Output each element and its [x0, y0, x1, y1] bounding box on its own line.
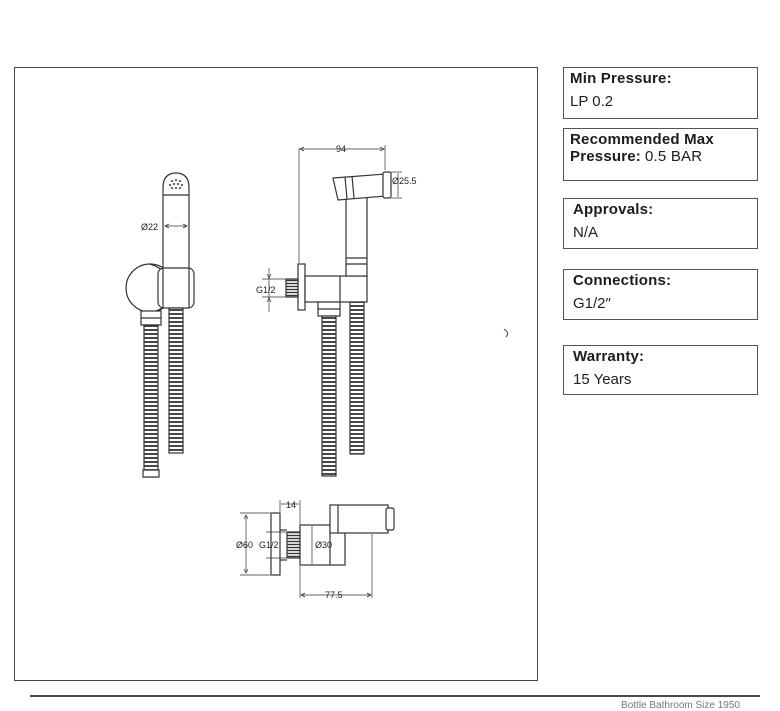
warranty-value: 15 Years [573, 371, 632, 388]
dim-bottom-thread: G1/2 [259, 540, 279, 550]
min-pressure-value: LP 0.2 [570, 93, 614, 110]
front-view [125, 172, 195, 478]
side-view [262, 145, 402, 477]
connections-label: Connections: [573, 272, 672, 289]
approvals-label: Approvals: [573, 201, 654, 218]
spec-approvals: Approvals: N/A [563, 198, 758, 249]
dim-width-94: 94 [336, 144, 346, 154]
connections-value: G1/2″ [573, 295, 611, 312]
dim-plate-depth: 14 [286, 500, 296, 510]
max-pressure-label-line2: Pressure: [570, 148, 642, 165]
warranty-label: Warranty: [573, 348, 645, 365]
max-pressure-value: 0.5 BAR [645, 148, 703, 165]
footer-rule [30, 695, 760, 697]
max-pressure-label-line1: Recommended Max [570, 131, 714, 148]
min-pressure-label: Min Pressure: [570, 70, 672, 87]
drawing-frame [14, 67, 538, 681]
spec-max-pressure: Recommended Max Pressure:0.5 BAR [563, 128, 758, 181]
dim-bottom-width: 77.5 [325, 590, 343, 600]
spec-min-pressure: Min Pressure: LP 0.2 [563, 67, 758, 119]
spec-warranty: Warranty: 15 Years [563, 345, 758, 395]
dim-handset-diameter: Ø22 [141, 222, 158, 232]
dim-outlet-diameter: Ø30 [315, 540, 332, 550]
spray-holes-icon [169, 179, 183, 189]
dim-nozzle-diameter: Ø25.5 [392, 176, 417, 186]
top-view [240, 500, 395, 598]
stray-mark [503, 328, 509, 338]
dim-plate-diameter: Ø60 [236, 540, 253, 550]
footer-text: Bottle Bathroom Size 1950 [621, 700, 740, 711]
spec-connections: Connections: G1/2″ [563, 269, 758, 320]
approvals-value: N/A [573, 224, 599, 241]
dim-side-thread: G1/2 [256, 285, 276, 295]
